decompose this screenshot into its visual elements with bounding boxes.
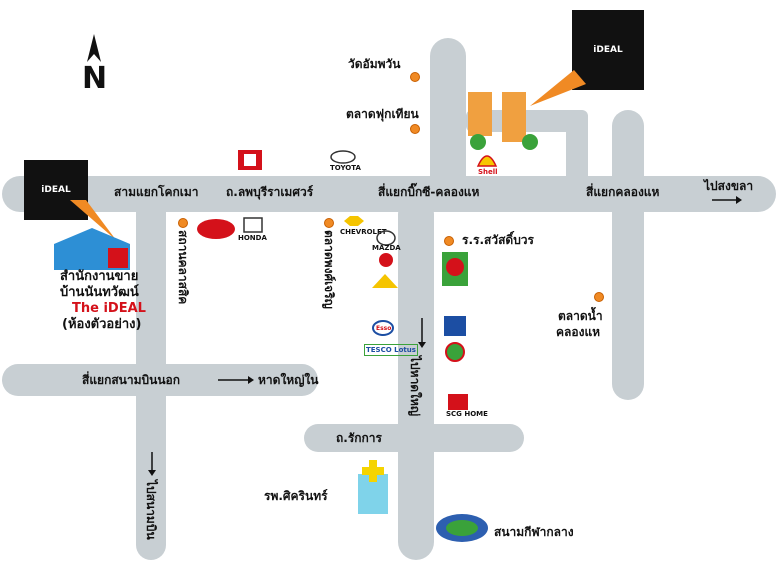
road-main-east-west [2,176,776,212]
shell-label: Shell [478,168,498,176]
direction-songkhla: ไปสงขลา [704,179,754,193]
brand-mazda-icon [376,230,396,246]
brand-scg-icon [448,394,468,410]
place-talat-kaset: ตลาดพงศ์เจริญ [322,230,336,309]
brand-bigc-icon [442,252,468,286]
brand-kia-icon [372,274,398,288]
direction-hatyai-center: หาดใหญ่ใน [258,373,319,387]
condo-building-icon [468,92,538,150]
road-label-lopburi: ถ.ลพบุรีราเมศวร์ [226,185,314,199]
place-floating-market-line2: คลองแห [556,325,601,339]
poi-fuktian-dot [410,124,420,134]
place-floating-market-line1: ตลาดน้ำ [558,309,603,323]
road-khlong-hae-south [612,110,644,400]
brand-esso-label: Esso [376,325,392,332]
road-north-branch [430,38,466,198]
brand-scg-label: SCG HOME [446,410,488,418]
place-stadium: สนามกีฬากลาง [494,525,574,539]
brand-esso-icon [372,320,394,336]
road-rakkan [304,424,524,452]
brand-honda-icon [243,217,263,233]
brand-suzuki-icon [197,219,235,239]
road-label-rakkan: ถ.รักการ [336,431,382,445]
office-line3: The iDEAL [72,301,146,316]
ideal-logo-left: iDEAL [24,160,88,220]
brand-mazda-label: MAZDA [372,244,401,252]
ideal-logo-top-text: iDEAL [593,45,623,55]
arrow-east-hatyai-icon [218,376,254,384]
road-airport-east-west [2,364,318,396]
office-line2: บ้านนันทวัฒน์ [60,285,139,300]
hospital-icon [358,460,388,514]
direction-airport: ไปสนามบิน [144,480,158,540]
poi-floating-market-dot [594,292,604,302]
junction-kok-mao: สามแยกโคกเมา [114,185,199,199]
brand-chevrolet-icon [344,216,364,226]
road-big-c-south [398,196,434,560]
ideal-logo-left-text: iDEAL [41,185,71,195]
ideal-logo-top: iDEAL [572,10,644,90]
brand-tesco-label: TESCO Lotus [364,344,418,356]
stadium-icon [436,514,488,542]
junction-big-c: สี่แยกบิ๊กซี-คลองแห [378,185,480,199]
brand-caltex-icon [379,253,393,267]
place-hospital: รพ.ศิครินทร์ [264,489,328,503]
arrow-east-songkhla-icon [712,196,742,204]
arrow-south-hatyai-icon [418,318,426,348]
place-school: ร.ร.สวัสดิ์บวร [462,233,534,247]
north-label: N [82,61,108,96]
brand-bank-blue-icon [444,316,466,336]
arrow-south-airport-icon [148,452,156,476]
brand-toyota-icon [330,150,356,164]
brand-honda-label: HONDA [238,234,267,242]
brand-isuzu-icon [238,150,262,170]
poi-talat-kaset-dot [324,218,334,228]
junction-khlong-hae: สี่แยกคลองแห [586,185,660,199]
place-wat: วัดอัมพวัน [348,57,401,71]
junction-airport: สี่แยกสนามบินนอก [82,373,181,387]
callout-pointer-top [530,70,586,106]
brand-bank-green-icon [445,342,465,362]
north-arrow-icon [87,34,101,62]
shell-icon [476,155,498,167]
office-line4: (ห้องตัวอย่าง) [62,317,142,332]
callout-pointer-left [70,200,116,240]
sales-office-building-icon [54,228,130,270]
road-upper-east-vertical [566,110,588,190]
brand-toyota-label: TOYOTA [330,164,361,172]
poi-school-dot [444,236,454,246]
direction-hatyai: ไปหาดใหญ่ [408,356,422,417]
poi-wat-dot [410,72,420,82]
place-sathan-talat: สถานคลาสสิค [176,230,190,305]
office-line1: สำนักงานขาย [60,269,139,284]
poi-sathan-dot [178,218,188,228]
place-talad-fuktian: ตลาดฟุกเทียน [346,107,419,121]
brand-chevrolet-label: CHEVROLET [340,228,387,236]
